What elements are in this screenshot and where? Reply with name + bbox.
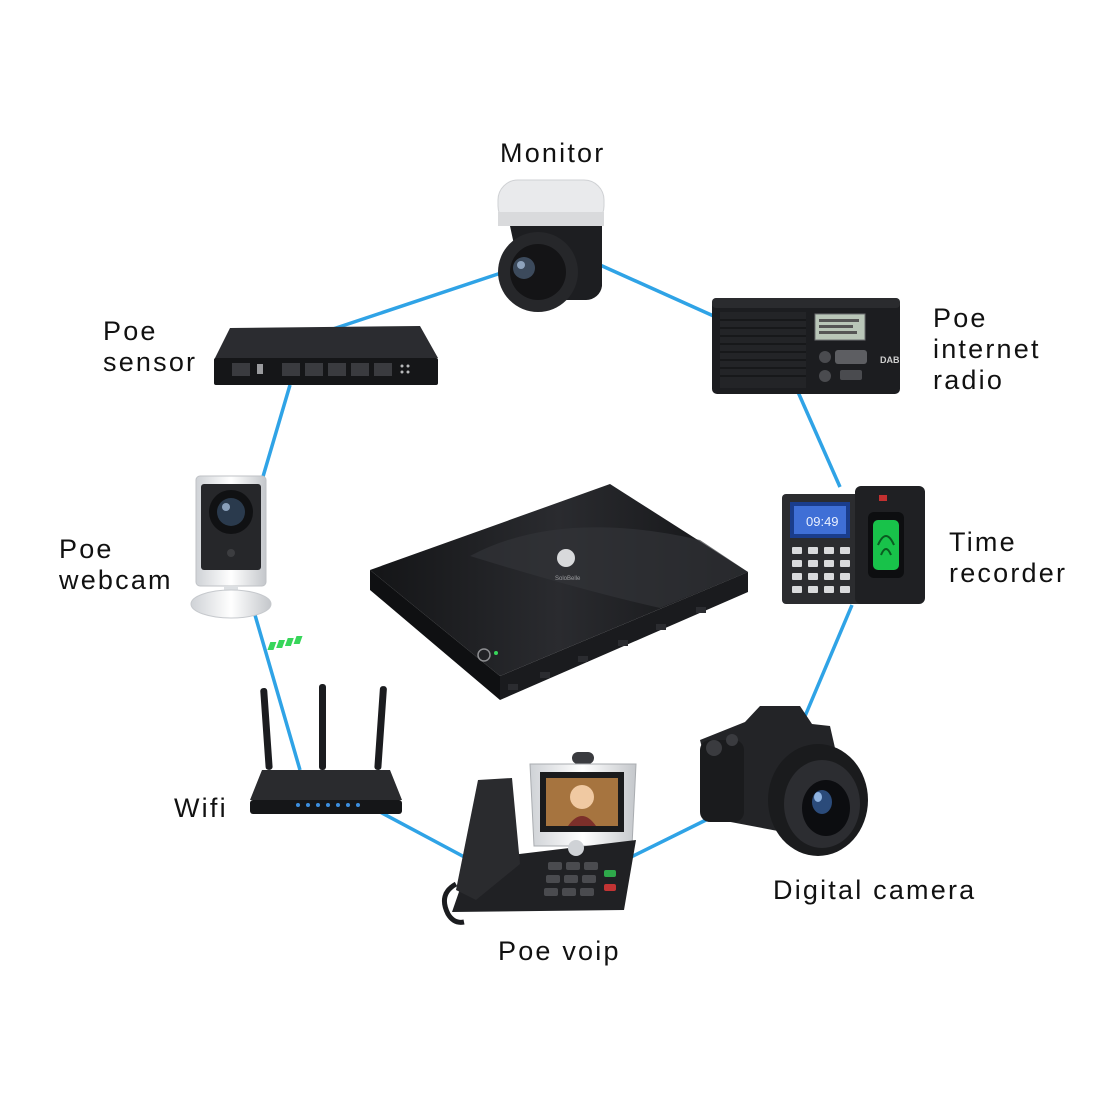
link-radio-clock [796, 391, 842, 488]
link-lines [253, 253, 854, 862]
poe-ups-battery-icon: SoloBelle [267, 484, 748, 700]
network-switch-icon [214, 326, 438, 385]
label-poe-internet-radio: Poe internet radio [933, 303, 1041, 395]
voip-phone-icon [441, 752, 637, 925]
ptz-camera-icon [497, 179, 605, 312]
brand-mark: SoloBelle [555, 576, 581, 582]
link-sensor-webcam [260, 384, 292, 481]
label-poe-voip: Poe voip [498, 936, 621, 966]
label-poe-sensor: Poe sensor [103, 316, 198, 377]
label-digital-camera: Digital camera [773, 875, 977, 905]
dab-logo: DAB [880, 355, 900, 365]
link-webcam-wifi [253, 614, 302, 771]
dslr-camera-icon [700, 706, 868, 856]
link-monitor-radio [599, 263, 719, 320]
label-time-recorder: Time recorder [949, 527, 1068, 588]
fingerprint-time-clock-icon: 09:49 [782, 486, 925, 604]
link-clock-camera [798, 604, 854, 729]
webcam-icon [190, 475, 272, 619]
link-camera-phone [624, 816, 711, 862]
label-monitor: Monitor [500, 138, 606, 168]
wifi-router-icon [250, 684, 402, 814]
internet-radio-icon: DAB [712, 298, 900, 394]
label-poe-webcam: Poe webcam [59, 534, 173, 595]
link-wifi-phone [379, 810, 471, 862]
label-wifi: Wifi [174, 793, 228, 823]
clock-display: 09:49 [806, 514, 839, 529]
